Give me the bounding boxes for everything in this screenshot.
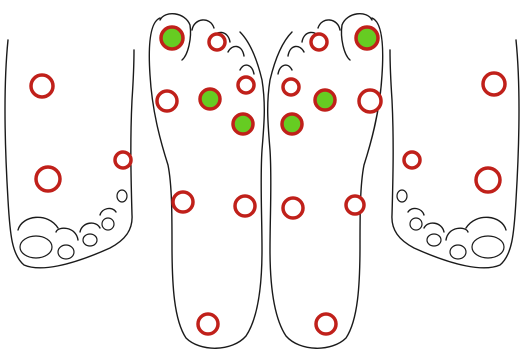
fifth-toe [278, 65, 292, 74]
reflex-points [31, 27, 505, 334]
reflex-point [157, 91, 177, 111]
fourth-toe-nail [410, 218, 422, 230]
reflex-point [283, 79, 299, 95]
fifth-toe-nail [117, 190, 127, 202]
reflex-point [238, 77, 254, 93]
fifth-toe [240, 65, 254, 74]
reflex-point-active [200, 89, 220, 109]
fourth-toe [228, 46, 244, 56]
toe-line [80, 223, 100, 232]
reflex-point [476, 168, 500, 192]
reflex-point [283, 198, 303, 218]
right-sole-outline [268, 18, 383, 348]
reflex-point [316, 314, 336, 334]
reflex-point [404, 152, 420, 168]
right-foot-sole-view [268, 14, 383, 349]
reflex-point-active [282, 114, 302, 134]
fourth-toe [288, 46, 304, 56]
big-toe-nail [20, 236, 52, 258]
reflex-point [209, 34, 225, 50]
reflex-point [311, 34, 327, 50]
fourth-toe-nail [102, 218, 114, 230]
toe-line [446, 228, 468, 240]
reflex-point [31, 75, 53, 97]
toe-line [408, 208, 424, 215]
toe-line [18, 217, 58, 230]
left-foot-sole-view [149, 14, 264, 349]
big-toe-nail [472, 236, 504, 258]
second-toe-nail [58, 245, 74, 259]
right-top-toes [397, 190, 506, 259]
second-toe [192, 20, 214, 30]
left-foot-top-view [5, 40, 134, 268]
left-top-toes [18, 190, 127, 259]
fifth-toe-nail [397, 190, 407, 202]
left-top-foot-outline [5, 40, 134, 268]
reflex-point [36, 167, 60, 191]
reflex-point [235, 196, 255, 216]
third-toe-nail [83, 234, 97, 246]
second-toe [318, 20, 340, 30]
toe-line [466, 217, 506, 230]
reflex-point-active [315, 90, 335, 110]
toe-line [56, 228, 78, 240]
third-toe-nail [427, 234, 441, 246]
left-sole-outline [149, 18, 264, 348]
reflex-point-active [233, 114, 253, 134]
reflex-point [346, 196, 364, 214]
reflex-point [359, 90, 381, 112]
reflex-point [115, 152, 131, 168]
toe-line [424, 223, 444, 232]
second-toe-nail [450, 245, 466, 259]
reflex-point-active [356, 27, 378, 49]
toe-line [100, 208, 116, 215]
reflex-point [198, 314, 218, 334]
reflex-point-active [161, 27, 183, 49]
reflex-point [483, 73, 505, 95]
reflex-point [173, 192, 193, 212]
